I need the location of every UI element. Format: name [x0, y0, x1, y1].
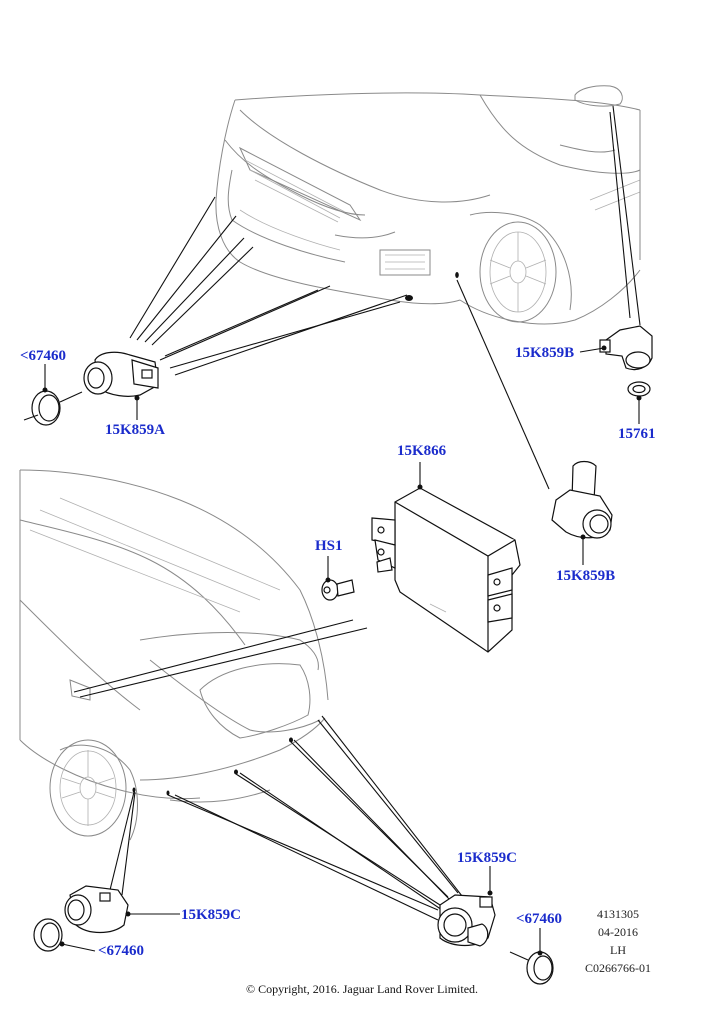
callout-HS1[interactable]: HS1 — [315, 538, 343, 554]
seal-15761[interactable] — [627, 381, 651, 397]
callout-15K866[interactable]: 15K866 — [397, 443, 447, 459]
callout-67460-rear-right[interactable]: <67460 — [516, 911, 563, 927]
front-sensor-leaders — [129, 105, 641, 490]
reference-number: 4131305 — [597, 907, 639, 921]
callout-15K859C-right[interactable]: 15K859C — [457, 850, 517, 866]
front-vehicle-outline — [215, 85, 641, 325]
rear-vehicle-outline — [19, 469, 368, 841]
callout-15K859A[interactable]: 15K859A — [105, 422, 165, 438]
sensor-15K859B-upper[interactable] — [599, 325, 653, 371]
callout-15K859B-lower[interactable]: 15K859B — [556, 568, 616, 584]
reference-code: C0266766-01 — [585, 961, 651, 975]
control-module-15K866[interactable] — [371, 487, 521, 653]
sensor-15K859B-lower[interactable] — [551, 460, 613, 539]
reference-date: 04-2016 — [598, 925, 638, 939]
ring-67460-rear-left[interactable] — [33, 918, 63, 952]
sensor-15K859C-right[interactable] — [437, 894, 496, 947]
ring-67460-front[interactable] — [23, 390, 83, 426]
callout-15K859C-left[interactable]: 15K859C — [181, 907, 241, 923]
callout-15761[interactable]: 15761 — [618, 426, 656, 442]
reference-side: LH — [610, 943, 626, 957]
sensor-15K859C-left[interactable] — [64, 885, 129, 934]
rear-sensor-leaders — [109, 715, 463, 921]
callout-15K859B-upper[interactable]: 15K859B — [515, 345, 575, 361]
copyright-notice: © Copyright, 2016. Jaguar Land Rover Lim… — [245, 982, 479, 996]
screw-HS1[interactable] — [321, 579, 355, 601]
callout-67460-front[interactable]: <67460 — [20, 348, 67, 364]
reference-block: 4131305 04-2016 LH C0266766-01 — [568, 905, 668, 977]
ring-67460-rear-right[interactable] — [509, 951, 554, 985]
sensor-15K859A[interactable] — [83, 351, 159, 397]
callout-67460-rear-left[interactable]: <67460 — [98, 943, 145, 959]
